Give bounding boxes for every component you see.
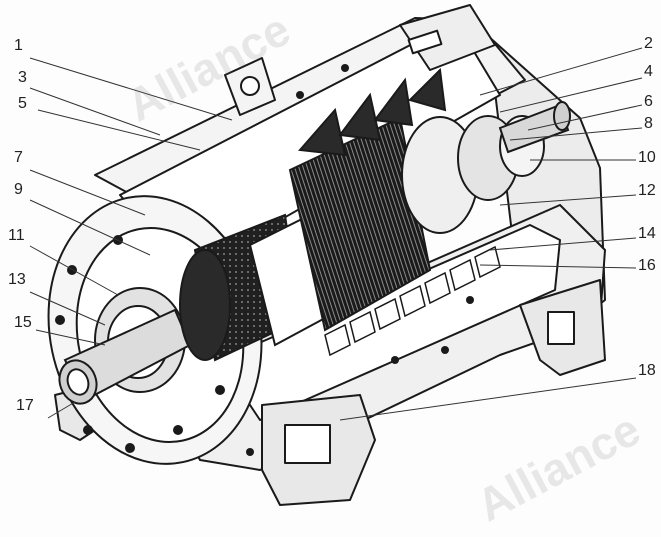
leader-lines xyxy=(29,47,643,421)
leader-14 xyxy=(489,237,637,251)
leader-2 xyxy=(479,47,643,96)
front-bearing-assembly xyxy=(58,287,192,405)
leader-11 xyxy=(29,245,119,296)
leader-9 xyxy=(29,199,151,256)
leader-4 xyxy=(499,77,643,113)
label-3: 3 xyxy=(18,69,27,86)
leader-15 xyxy=(35,329,106,346)
lifting-eye-hole xyxy=(240,76,260,96)
label-15: 15 xyxy=(14,314,32,331)
leader-18 xyxy=(339,377,637,421)
label-12: 12 xyxy=(638,182,656,199)
terminal-box xyxy=(399,4,496,71)
label-16: 16 xyxy=(638,257,656,274)
label-18: 18 xyxy=(638,362,656,379)
front-foot-window xyxy=(284,424,331,464)
rotor-spider xyxy=(297,67,447,157)
leader-8 xyxy=(509,127,643,141)
label-2: 2 xyxy=(644,35,653,52)
leader-6 xyxy=(527,104,643,131)
label-4: 4 xyxy=(644,63,653,80)
label-13: 13 xyxy=(8,271,26,288)
frame-holes xyxy=(246,64,474,456)
label-6: 6 xyxy=(644,93,653,110)
label-17: 17 xyxy=(16,397,34,414)
label-14: 14 xyxy=(638,225,656,242)
label-10: 10 xyxy=(638,149,656,166)
rear-assembly xyxy=(401,101,571,234)
leader-17 xyxy=(47,401,76,419)
label-7: 7 xyxy=(14,149,23,166)
leader-12 xyxy=(499,194,637,206)
leader-16 xyxy=(479,264,637,269)
label-8: 8 xyxy=(644,115,653,132)
leader-7 xyxy=(29,169,146,216)
label-9: 9 xyxy=(14,181,23,198)
label-11: 11 xyxy=(8,227,25,244)
leader-5 xyxy=(37,109,201,151)
lower-ribs xyxy=(324,245,501,357)
label-1: 1 xyxy=(14,37,23,54)
leader-1 xyxy=(29,57,233,121)
rear-foot-hole xyxy=(547,311,575,345)
leader-13 xyxy=(29,291,106,326)
label-5: 5 xyxy=(18,95,27,112)
leader-3 xyxy=(29,87,161,136)
